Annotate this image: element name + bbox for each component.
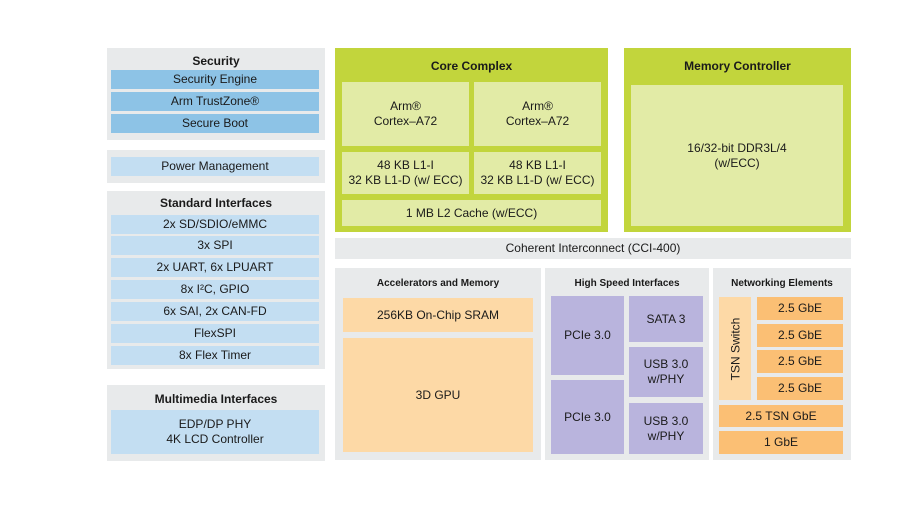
ddr-type-label: 16/32-bit DDR3L/4 xyxy=(687,140,787,155)
l2-cache-block: 1 MB L2 Cache (w/ECC) xyxy=(342,200,601,226)
ddr-ecc-label: (w/ECC) xyxy=(714,155,760,170)
accelerators-title: Accelerators and Memory xyxy=(376,277,500,289)
onchip-sram-block: 256KB On-Chip SRAM xyxy=(343,298,533,332)
memory-controller-title: Memory Controller xyxy=(684,58,791,73)
gbe-port: 2.5 GbE xyxy=(757,377,843,400)
ddr-block: 16/32-bit DDR3L/4 (w/ECC) xyxy=(631,85,843,226)
l1-cache-block: 48 KB L1-I 32 KB L1-D (w/ ECC) xyxy=(474,152,601,194)
l1i-label: 48 KB L1-I xyxy=(377,158,434,172)
edp-dp-phy-label: EDP/DP PHY xyxy=(178,417,252,431)
core-vendor-label: Arm® xyxy=(390,99,421,113)
usb-block: USB 3.0 w/PHY xyxy=(629,403,703,454)
gbe-port: 2.5 GbE xyxy=(757,350,843,373)
gbe-block: 1 GbE xyxy=(719,431,843,454)
gpu-block: 3D GPU xyxy=(343,338,533,452)
security-engine-block: Security Engine xyxy=(111,70,319,89)
high-speed-title: High Speed Interfaces xyxy=(574,277,680,289)
gbe-port: 2.5 GbE xyxy=(757,324,843,347)
networking-title: Networking Elements xyxy=(731,277,833,289)
multimedia-panel: Multimedia Interfaces EDP/DP PHY 4K LCD … xyxy=(107,385,325,461)
power-panel: Power Management xyxy=(107,150,325,183)
l1d-label: 32 KB L1-D (w/ ECC) xyxy=(348,173,463,187)
cortex-a72-core: Arm® Cortex–A72 xyxy=(474,82,601,146)
accelerators-panel: Accelerators and Memory 256KB On-Chip SR… xyxy=(335,268,541,460)
l1d-label: 32 KB L1-D (w/ ECC) xyxy=(480,173,595,187)
usb-label: USB 3.0 xyxy=(643,413,689,428)
trustzone-block: Arm TrustZone® xyxy=(111,92,319,111)
display-block: EDP/DP PHY 4K LCD Controller xyxy=(111,410,319,454)
usb-phy-label: w/PHY xyxy=(647,372,685,386)
core-vendor-label: Arm® xyxy=(522,99,553,113)
cortex-a72-core: Arm® Cortex–A72 xyxy=(342,82,469,146)
tsn-switch-block: TSN Switch xyxy=(719,297,751,400)
usb-phy-label: w/PHY xyxy=(647,428,685,443)
coherent-interconnect-bar: Coherent Interconnect (CCI-400) xyxy=(335,238,851,259)
secure-boot-block: Secure Boot xyxy=(111,114,319,133)
standard-interfaces-panel: Standard Interfaces 2x SD/SDIO/eMMC 3x S… xyxy=(107,191,325,369)
std-if-item: 8x I²C, GPIO xyxy=(111,280,319,299)
std-if-item: 6x SAI, 2x CAN-FD xyxy=(111,302,319,321)
tsn-gbe-block: 2.5 TSN GbE xyxy=(719,405,843,427)
core-complex-panel: Core Complex Arm® Cortex–A72 Arm® Cortex… xyxy=(335,48,608,232)
std-if-item: 3x SPI xyxy=(111,236,319,255)
standard-interfaces-title: Standard Interfaces xyxy=(159,195,273,210)
std-if-item: 2x UART, 6x LPUART xyxy=(111,258,319,277)
l1i-label: 48 KB L1-I xyxy=(509,158,566,172)
std-if-item: FlexSPI xyxy=(111,324,319,343)
networking-panel: Networking Elements TSN Switch 2.5 GbE 2… xyxy=(713,268,851,460)
usb-block: USB 3.0 w/PHY xyxy=(629,347,703,397)
memory-controller-panel: Memory Controller 16/32-bit DDR3L/4 (w/E… xyxy=(624,48,851,232)
std-if-item: 2x SD/SDIO/eMMC xyxy=(111,215,319,234)
tsn-switch-label: TSN Switch xyxy=(728,317,742,380)
multimedia-title: Multimedia Interfaces xyxy=(154,391,278,406)
pcie-block: PCIe 3.0 xyxy=(551,380,624,454)
sata-block: SATA 3 xyxy=(629,296,703,342)
gbe-port: 2.5 GbE xyxy=(757,297,843,320)
std-if-item: 8x Flex Timer xyxy=(111,346,319,365)
high-speed-panel: High Speed Interfaces PCIe 3.0 PCIe 3.0 … xyxy=(545,268,709,460)
core-complex-title: Core Complex xyxy=(430,58,513,73)
lcd-controller-label: 4K LCD Controller xyxy=(166,432,264,446)
core-model-label: Cortex–A72 xyxy=(373,114,438,128)
security-title: Security xyxy=(192,53,240,68)
security-panel: Security Security Engine Arm TrustZone® … xyxy=(107,48,325,140)
l1-cache-block: 48 KB L1-I 32 KB L1-D (w/ ECC) xyxy=(342,152,469,194)
usb-label: USB 3.0 xyxy=(643,357,689,371)
power-management-block: Power Management xyxy=(111,157,319,176)
pcie-block: PCIe 3.0 xyxy=(551,296,624,375)
core-model-label: Cortex–A72 xyxy=(505,114,570,128)
